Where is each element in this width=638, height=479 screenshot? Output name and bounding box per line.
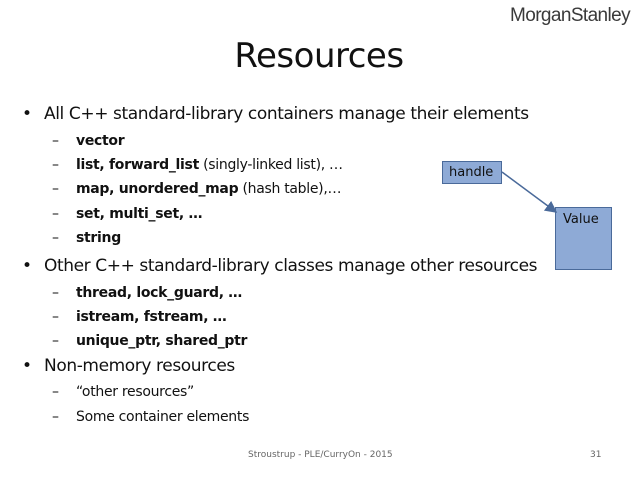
morgan-stanley-logo: MorganStanley <box>510 5 631 26</box>
sub-item-rest: (hash table),… <box>238 181 342 197</box>
page-number: 31 <box>590 450 602 460</box>
sub-item-bold: thread, lock_guard, … <box>76 285 243 301</box>
sub-item-bold: list, forward_list <box>76 157 199 173</box>
sub-item-string: – string <box>52 230 121 246</box>
bullet-other-classes: • Other C++ standard-library classes mana… <box>22 256 538 276</box>
dash-icon: – <box>52 409 59 425</box>
sub-item-rest: “other resources” <box>76 384 194 400</box>
sub-item-map: – map, unordered_map (hash table),… <box>52 181 341 197</box>
sub-item-bold: set, multi_set, … <box>76 206 203 222</box>
bullet-text: All C++ standard-library containers mana… <box>44 104 529 124</box>
sub-item-set: – set, multi_set, … <box>52 206 202 222</box>
sub-item-bold: istream, fstream, … <box>76 309 227 325</box>
sub-item-rest: (singly-linked list), … <box>198 157 343 173</box>
sub-item-rest: Some container elements <box>76 409 250 425</box>
dash-icon: – <box>52 133 59 149</box>
sub-item-bold: map, unordered_map <box>76 181 239 197</box>
sub-item-unique-ptr: – unique_ptr, shared_ptr <box>52 333 247 349</box>
sub-item-other-resources: – “other resources” <box>52 384 194 400</box>
slide-footer: Stroustrup - PLE/CurryOn - 2015 <box>248 450 393 460</box>
dash-icon: – <box>52 333 59 349</box>
handle-label: handle <box>449 165 494 180</box>
sub-item-thread: – thread, lock_guard, … <box>52 285 242 301</box>
dash-icon: – <box>52 230 59 246</box>
dash-icon: – <box>52 309 59 325</box>
bullet-dot-icon: • <box>22 104 32 124</box>
bullet-dot-icon: • <box>22 256 32 276</box>
dash-icon: – <box>52 206 59 222</box>
value-label: Value <box>563 212 599 227</box>
dash-icon: – <box>52 157 59 173</box>
dash-icon: – <box>52 181 59 197</box>
sub-item-bold: vector <box>76 133 125 149</box>
sub-item-list: – list, forward_list (singly-linked list)… <box>52 157 343 173</box>
handle-box: handle <box>442 161 502 184</box>
sub-item-bold: unique_ptr, shared_ptr <box>76 333 248 349</box>
bullet-text: Other C++ standard-library classes manag… <box>44 256 538 276</box>
sub-item-container-elements: – Some container elements <box>52 409 249 425</box>
sub-item-bold: string <box>76 230 121 246</box>
bullet-dot-icon: • <box>22 356 32 376</box>
bullet-containers: • All C++ standard-library containers man… <box>22 104 529 124</box>
dash-icon: – <box>52 285 59 301</box>
bullet-non-memory: • Non-memory resources <box>22 356 235 376</box>
value-box: Value <box>555 207 612 270</box>
sub-item-vector: – vector <box>52 133 125 149</box>
bullet-text: Non-memory resources <box>44 356 235 376</box>
sub-item-istream: – istream, fstream, … <box>52 309 227 325</box>
dash-icon: – <box>52 384 59 400</box>
slide-title: Resources <box>234 36 404 76</box>
